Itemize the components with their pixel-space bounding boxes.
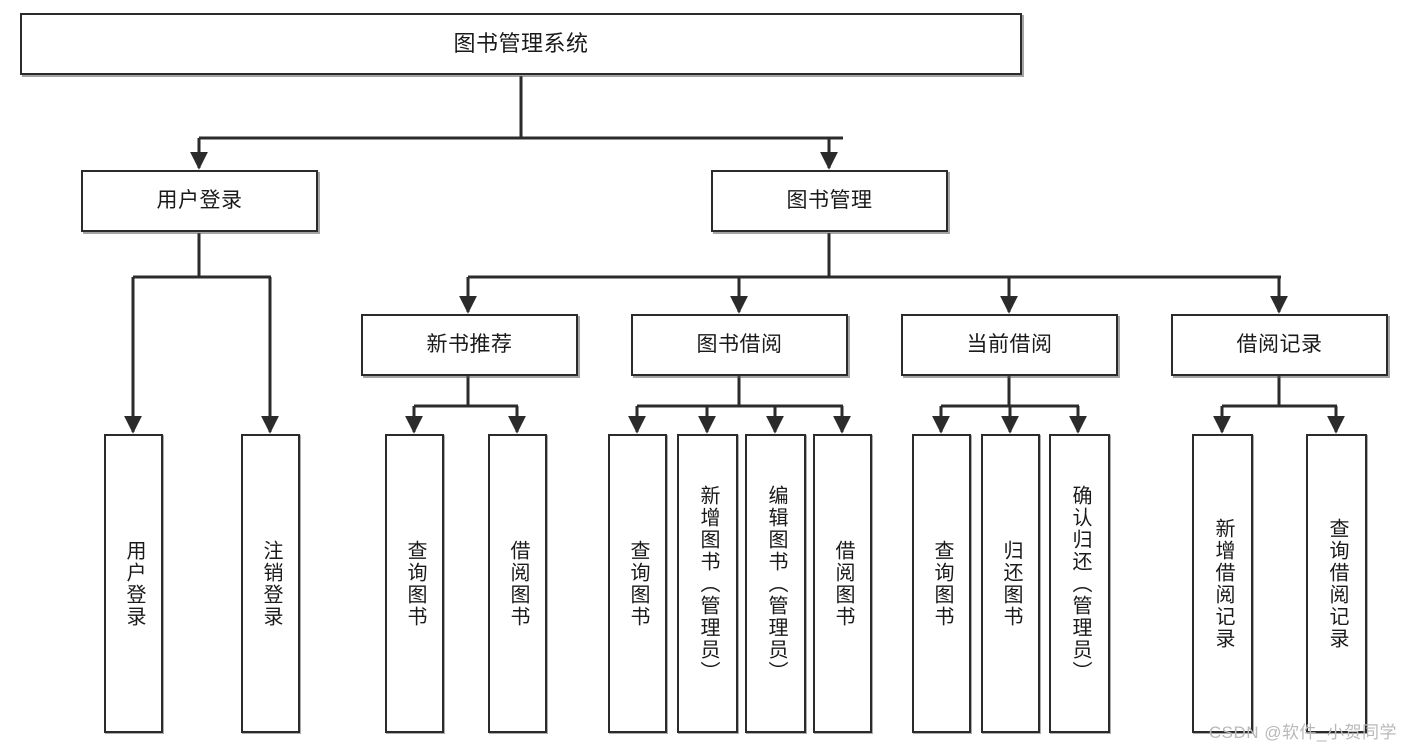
leaf-book-borrow-borrow-book[interactable]: 借阅图书 (813, 434, 872, 733)
leaf-new-book-query-book[interactable]: 查询图书 (385, 434, 444, 733)
leaf-borrow-record-query-record[interactable]: 查询借阅记录 (1306, 434, 1367, 733)
node-label: 图书管理 (786, 188, 873, 212)
node-borrow-record[interactable]: 借阅记录 (1171, 314, 1388, 376)
node-label: 用户登录 (123, 539, 145, 628)
leaf-current-borrow-query-book[interactable]: 查询图书 (912, 434, 971, 733)
node-label: 查询图书 (931, 539, 953, 628)
node-current-borrow[interactable]: 当前借阅 (901, 314, 1118, 376)
node-label: 借阅图书 (832, 539, 854, 628)
node-label: 新增图书（管理员） (697, 484, 719, 683)
node-label: 借阅图书 (507, 539, 529, 628)
leaf-new-book-borrow-book[interactable]: 借阅图书 (488, 434, 547, 733)
leaf-borrow-record-add-record[interactable]: 新增借阅记录 (1192, 434, 1253, 733)
node-label: 当前借阅 (966, 332, 1053, 356)
leaf-user-login-login[interactable]: 用户登录 (104, 434, 163, 733)
node-label: 用户登录 (156, 188, 243, 212)
node-label: 图书管理系统 (453, 31, 589, 57)
node-label: 编辑图书（管理员） (765, 484, 787, 683)
leaf-user-login-logout[interactable]: 注销登录 (241, 434, 300, 733)
node-book-management[interactable]: 图书管理 (711, 170, 948, 232)
node-root-book-management-system[interactable]: 图书管理系统 (20, 13, 1022, 75)
leaf-book-borrow-query-book[interactable]: 查询图书 (608, 434, 667, 733)
node-new-book-recommend[interactable]: 新书推荐 (361, 314, 578, 376)
node-book-borrow[interactable]: 图书借阅 (631, 314, 848, 376)
node-label: 确认归还（管理员） (1069, 484, 1091, 683)
leaf-book-borrow-edit-book-admin[interactable]: 编辑图书（管理员） (745, 434, 806, 733)
leaf-current-borrow-return-book[interactable]: 归还图书 (981, 434, 1040, 733)
leaf-book-borrow-add-book-admin[interactable]: 新增图书（管理员） (677, 434, 738, 733)
node-label: 归还图书 (1000, 539, 1022, 628)
node-label: 新书推荐 (426, 332, 513, 356)
node-label: 新增借阅记录 (1212, 517, 1234, 650)
node-label: 图书借阅 (696, 332, 783, 356)
node-label: 注销登录 (260, 539, 282, 628)
node-label: 借阅记录 (1236, 332, 1323, 356)
node-label: 查询图书 (627, 539, 649, 628)
node-user-login[interactable]: 用户登录 (81, 170, 318, 232)
node-label: 查询图书 (404, 539, 426, 628)
node-label: 查询借阅记录 (1326, 517, 1348, 650)
leaf-current-borrow-confirm-return-admin[interactable]: 确认归还（管理员） (1049, 434, 1110, 733)
csdn-watermark: CSDN @软件_小贺同学 (1208, 723, 1397, 742)
